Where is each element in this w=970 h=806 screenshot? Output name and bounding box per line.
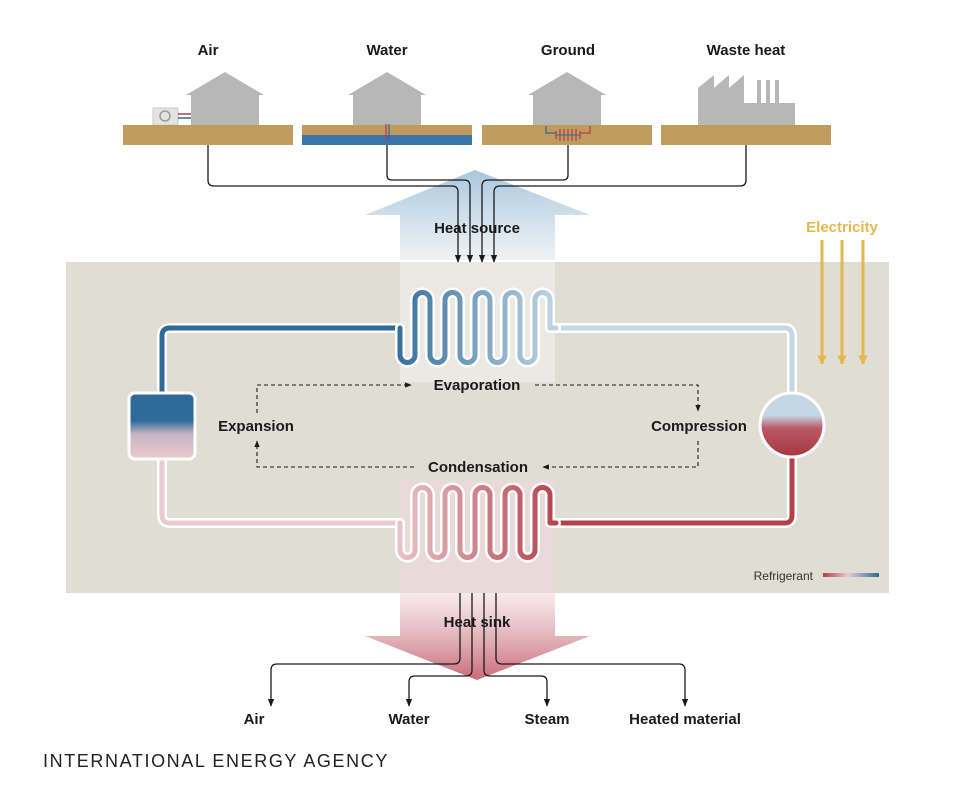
- heat-sink-label: Heat sink: [444, 614, 511, 631]
- sink-label-steam: Steam: [524, 711, 569, 728]
- sink-label-air: Air: [244, 711, 265, 728]
- heat-source-arrow: [365, 170, 590, 260]
- source-label-air: Air: [198, 42, 219, 59]
- sink-label-heated-material: Heated material: [629, 711, 741, 728]
- expansion-valve: [127, 391, 197, 461]
- electricity-label: Electricity: [806, 219, 878, 236]
- heat-sink-lines: [267, 593, 689, 707]
- refrigerant-loop: [157, 287, 797, 563]
- heat-source-label: Heat source: [434, 220, 520, 237]
- electricity-arrows: [817, 240, 868, 365]
- factory-icon: [661, 75, 831, 145]
- heat-sink-arrow: [365, 593, 590, 680]
- heat-source-scene: Air Water Ground Waste heat: [123, 42, 831, 145]
- refrigerant-legend-label: Refrigerant: [754, 569, 814, 583]
- refrigerant-legend: Refrigerant: [754, 569, 879, 583]
- ground-strip-air: [123, 125, 293, 145]
- sink-label-water: Water: [388, 711, 429, 728]
- heat-source-lines: [207, 145, 747, 263]
- water-layer: [302, 135, 472, 145]
- source-label-water: Water: [366, 42, 407, 59]
- refrigerant-gradient-bar: [823, 573, 879, 577]
- cycle-arrows: [254, 382, 701, 470]
- source-label-waste-heat: Waste heat: [707, 42, 786, 59]
- water-house-icon: [302, 72, 472, 145]
- compression-label: Compression: [651, 418, 747, 435]
- ground-house-icon: [482, 72, 652, 145]
- agency-footer: INTERNATIONAL ENERGY AGENCY: [43, 751, 389, 771]
- compressor: [758, 391, 826, 459]
- expansion-label: Expansion: [218, 418, 294, 435]
- evaporation-label: Evaporation: [434, 377, 521, 394]
- source-label-ground: Ground: [541, 42, 595, 59]
- air-house-icon: [123, 72, 293, 145]
- condensation-label: Condensation: [428, 459, 528, 476]
